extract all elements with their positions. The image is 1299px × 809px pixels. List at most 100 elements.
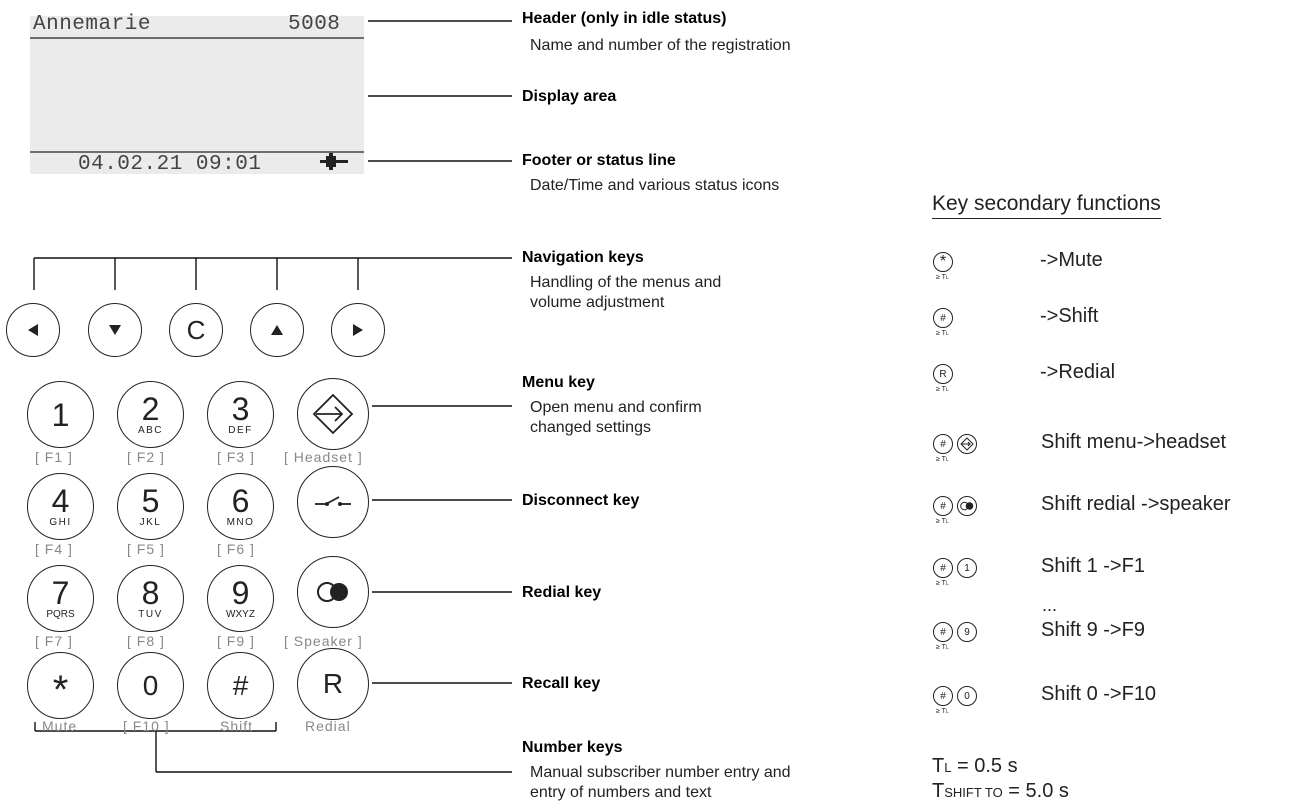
recall-button[interactable]: R — [297, 648, 369, 720]
nav-title: Navigation keys — [522, 249, 644, 266]
secondary-function-text: Shift 9 ->F9 — [1041, 619, 1145, 641]
nav-desc-1: Handling of the menus and — [530, 274, 722, 291]
threshold-label: ≥ TL — [936, 518, 949, 525]
threshold-label: ≥ TL — [936, 456, 949, 463]
secondary-key-icon: * — [933, 252, 953, 272]
tshift-definition: TSHIFT TO = 5.0 s — [932, 780, 1069, 802]
header-desc: Name and number of the registration — [530, 37, 791, 54]
status-datetime: 04.02.21 09:01 — [78, 153, 262, 176]
disconnect-title: Disconnect key — [522, 492, 640, 509]
menu-desc-1: Open menu and confirm — [530, 399, 702, 416]
nav-clear-button[interactable]: C — [169, 303, 223, 357]
redial-label: Redial — [305, 718, 351, 734]
key-3[interactable]: 3 DEF — [207, 381, 274, 448]
clear-label: C — [186, 315, 206, 345]
secondary-key-icon: # — [933, 434, 953, 454]
header-title: Header (only in idle status) — [522, 10, 727, 27]
number-desc-1: Manual subscriber number entry and — [530, 764, 791, 781]
headset-label: [ Headset ] — [284, 449, 363, 465]
redial-title: Redial key — [522, 584, 602, 601]
threshold-label: ≥ TL — [936, 274, 949, 281]
key-5[interactable]: 5 JKL — [117, 473, 184, 540]
redial-icon — [317, 582, 348, 602]
key-1[interactable]: 1 — [27, 381, 94, 448]
nav-left-button[interactable] — [6, 303, 60, 357]
key-hash[interactable]: # — [207, 652, 274, 719]
threshold-label: ≥ TL — [936, 330, 949, 337]
key-9[interactable]: 9 WXYZ — [207, 565, 274, 632]
key-4[interactable]: 4 GHI — [27, 473, 94, 540]
secondary-key-icon: # — [933, 496, 953, 516]
mute-label: Mute — [42, 718, 78, 734]
f10-label: [ F10 ] — [123, 718, 170, 734]
disconnect-button[interactable] — [297, 466, 369, 538]
redial-button[interactable] — [297, 556, 369, 628]
threshold-label: ≥ TL — [936, 580, 949, 587]
key-star[interactable]: * — [27, 652, 94, 719]
nav-right-button[interactable] — [331, 303, 385, 357]
nav-up-button[interactable] — [250, 303, 304, 357]
threshold-label: ≥ TL — [936, 386, 949, 393]
disconnect-icon — [315, 496, 351, 506]
secondary-function-text: Shift 1 ->F1 — [1041, 555, 1145, 577]
f7-label: [ F7 ] — [35, 633, 73, 649]
triangle-down-icon — [109, 325, 121, 335]
secondary-functions-title: Key secondary functions — [932, 192, 1161, 219]
redial-icon — [957, 496, 977, 516]
key-0[interactable]: 0 — [117, 652, 184, 719]
f2-label: [ F2 ] — [127, 449, 165, 465]
recall-title: Recall key — [522, 675, 601, 692]
shift-label: Shift — [220, 718, 254, 734]
triangle-up-icon — [271, 325, 283, 335]
secondary-key-icon: # — [933, 308, 953, 328]
nav-desc-2: volume adjustment — [530, 294, 665, 311]
secondary-key-icon: 0 — [957, 686, 977, 706]
secondary-function-text: Shift redial ->speaker — [1041, 493, 1231, 515]
lcd-display — [30, 16, 364, 174]
key-8[interactable]: 8 TUV — [117, 565, 184, 632]
menu-title: Menu key — [522, 374, 595, 391]
tl-definition: TL = 0.5 s — [932, 755, 1018, 777]
triangle-left-icon — [28, 324, 38, 336]
f3-label: [ F3 ] — [217, 449, 255, 465]
nav-down-button[interactable] — [88, 303, 142, 357]
triangle-right-icon — [353, 324, 363, 336]
key-6[interactable]: 6 MNO — [207, 473, 274, 540]
footer-title: Footer or status line — [522, 152, 676, 169]
secondary-key-icon: 1 — [957, 558, 977, 578]
f4-label: [ F4 ] — [35, 541, 73, 557]
footer-desc: Date/Time and various status icons — [530, 177, 780, 194]
secondary-function-text: Shift 0 ->F10 — [1041, 683, 1157, 705]
secondary-function-text: Shift menu->headset — [1041, 431, 1227, 453]
menu-enter-icon — [957, 434, 977, 454]
key-2[interactable]: 2 ABC — [117, 381, 184, 448]
secondary-function-text: ->Shift — [1040, 305, 1099, 327]
menu-button[interactable] — [297, 378, 369, 450]
secondary-key-icon: # — [933, 558, 953, 578]
secondary-key-icon: # — [933, 686, 953, 706]
f1-label: [ F1 ] — [35, 449, 73, 465]
secondary-key-icon: R — [933, 364, 953, 384]
threshold-label: ≥ TL — [936, 708, 949, 715]
secondary-key-icon: 9 — [957, 622, 977, 642]
f5-label: [ F5 ] — [127, 541, 165, 557]
f9-label: [ F9 ] — [217, 633, 255, 649]
menu-desc-2: changed settings — [530, 419, 651, 436]
display-area-title: Display area — [522, 88, 617, 105]
threshold-label: ≥ TL — [936, 644, 949, 651]
key-7[interactable]: 7 PQRS — [27, 565, 94, 632]
menu-enter-icon — [312, 393, 354, 435]
secondary-function-text: ->Redial — [1040, 361, 1116, 383]
secondary-key-icon: # — [933, 622, 953, 642]
speaker-label: [ Speaker ] — [284, 633, 363, 649]
ellipsis: ... — [1042, 595, 1058, 615]
f8-label: [ F8 ] — [127, 633, 165, 649]
registration-number: 5008 — [288, 13, 341, 36]
number-desc-2: entry of numbers and text — [530, 784, 712, 801]
number-title: Number keys — [522, 739, 623, 756]
connection-status-icon — [320, 153, 348, 170]
secondary-function-text: ->Mute — [1040, 249, 1103, 271]
registration-name: Annemarie — [33, 13, 151, 36]
f6-label: [ F6 ] — [217, 541, 255, 557]
